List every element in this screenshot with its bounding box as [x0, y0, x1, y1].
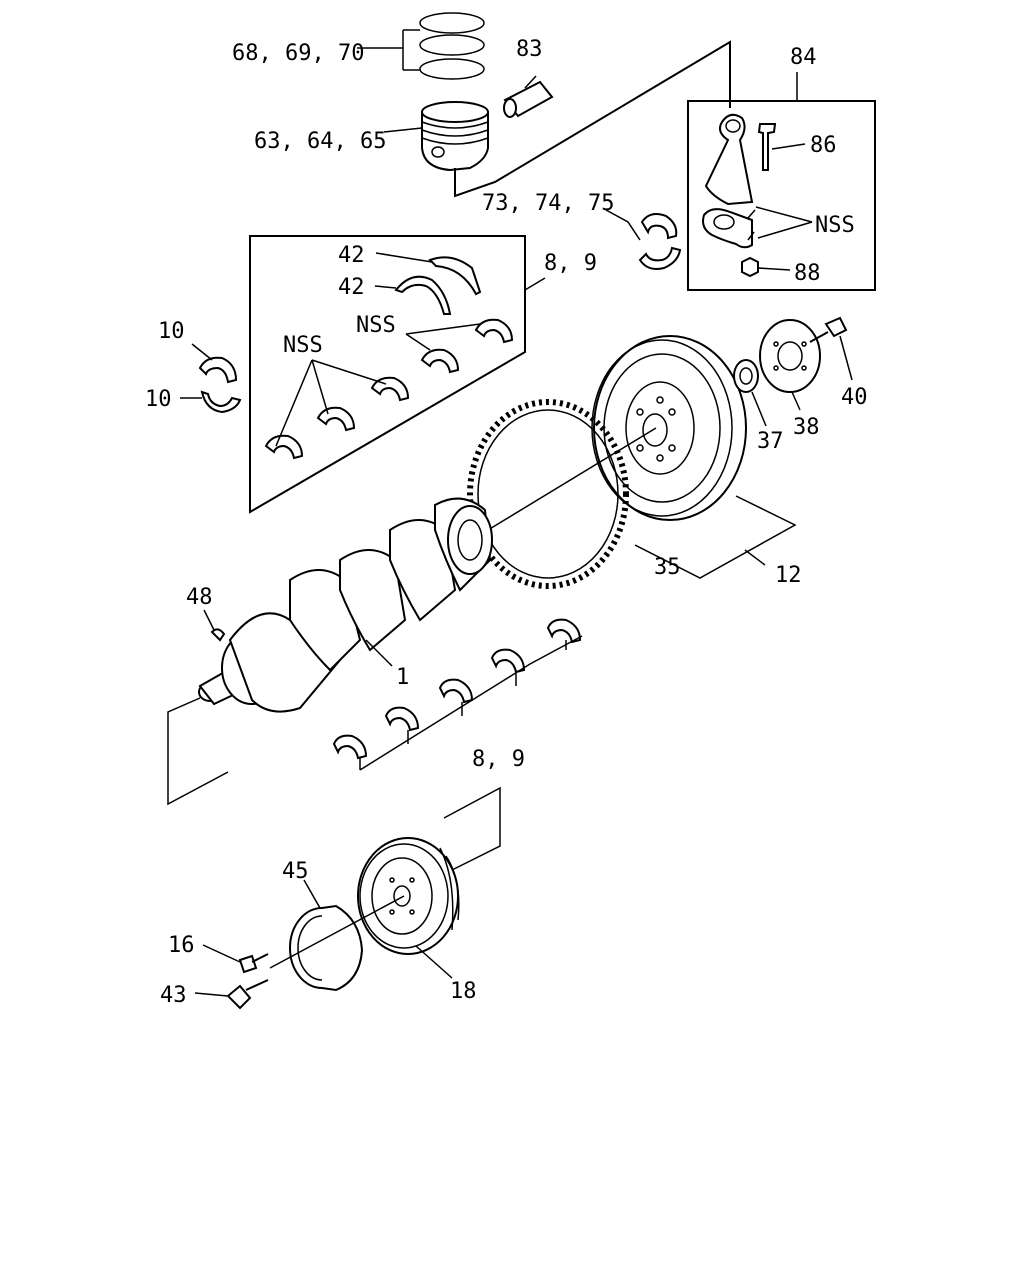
bolt-16 [202, 944, 269, 974]
piston [383, 101, 489, 172]
plate [759, 319, 821, 411]
crankshaft [167, 497, 493, 806]
connecting-rod-box [687, 72, 876, 291]
label-flywheel-bolt: 40 [841, 385, 868, 410]
label-main-bearing-upper: 8, 9 [544, 251, 597, 276]
label-main-nss-b: NSS [283, 333, 323, 358]
label-damper: 18 [450, 979, 477, 1004]
bolt-43 [194, 979, 269, 1010]
label-bearing-10a: 10 [158, 319, 185, 344]
piston-rings [357, 12, 485, 80]
label-ring-gear: 35 [654, 555, 681, 580]
label-rod-nut: 88 [794, 261, 821, 286]
label-bolt-43: 43 [160, 983, 187, 1008]
main-bearing-box [249, 235, 546, 514]
label-rod-bearing: 73, 74, 75 [482, 191, 614, 216]
label-pilot-bearing: 37 [757, 429, 784, 454]
label-thrust-washer-a: 42 [338, 243, 365, 268]
bearing-10 [180, 343, 242, 414]
flywheel-bolt [809, 316, 853, 381]
crank-pulley [289, 879, 364, 992]
label-main-nss-a: NSS [356, 313, 396, 338]
label-main-bearing-lower: 8, 9 [472, 747, 525, 772]
rod-bearing-shells [605, 209, 682, 270]
damper [357, 837, 460, 979]
piston-pin [503, 75, 554, 118]
piston-rod-leader [454, 40, 731, 198]
label-thrust-washer-b: 42 [338, 275, 365, 300]
label-bolt-16: 16 [168, 933, 195, 958]
flywheel [591, 335, 747, 521]
pulley-leader [443, 786, 501, 873]
pulley-axis [269, 895, 405, 969]
pilot-bearing [733, 359, 767, 427]
label-key: 48 [186, 585, 213, 610]
label-plate: 38 [793, 415, 820, 440]
label-rod-bolt: 86 [810, 133, 837, 158]
label-flywheel: 12 [775, 563, 802, 588]
label-crankshaft: 1 [396, 665, 409, 690]
label-bearing-10b: 10 [145, 387, 172, 412]
label-rings: 68, 69, 70 [232, 41, 364, 66]
label-rod-assembly: 84 [790, 45, 817, 70]
main-bearings-lower [332, 618, 583, 771]
label-pin: 83 [516, 37, 543, 62]
label-rod-nss: NSS [815, 213, 855, 238]
ring-gear [467, 399, 629, 589]
flywheel-axis [487, 427, 657, 531]
label-pulley: 45 [282, 859, 309, 884]
flywheel-bracket [634, 495, 797, 579]
label-piston: 63, 64, 65 [254, 129, 386, 154]
